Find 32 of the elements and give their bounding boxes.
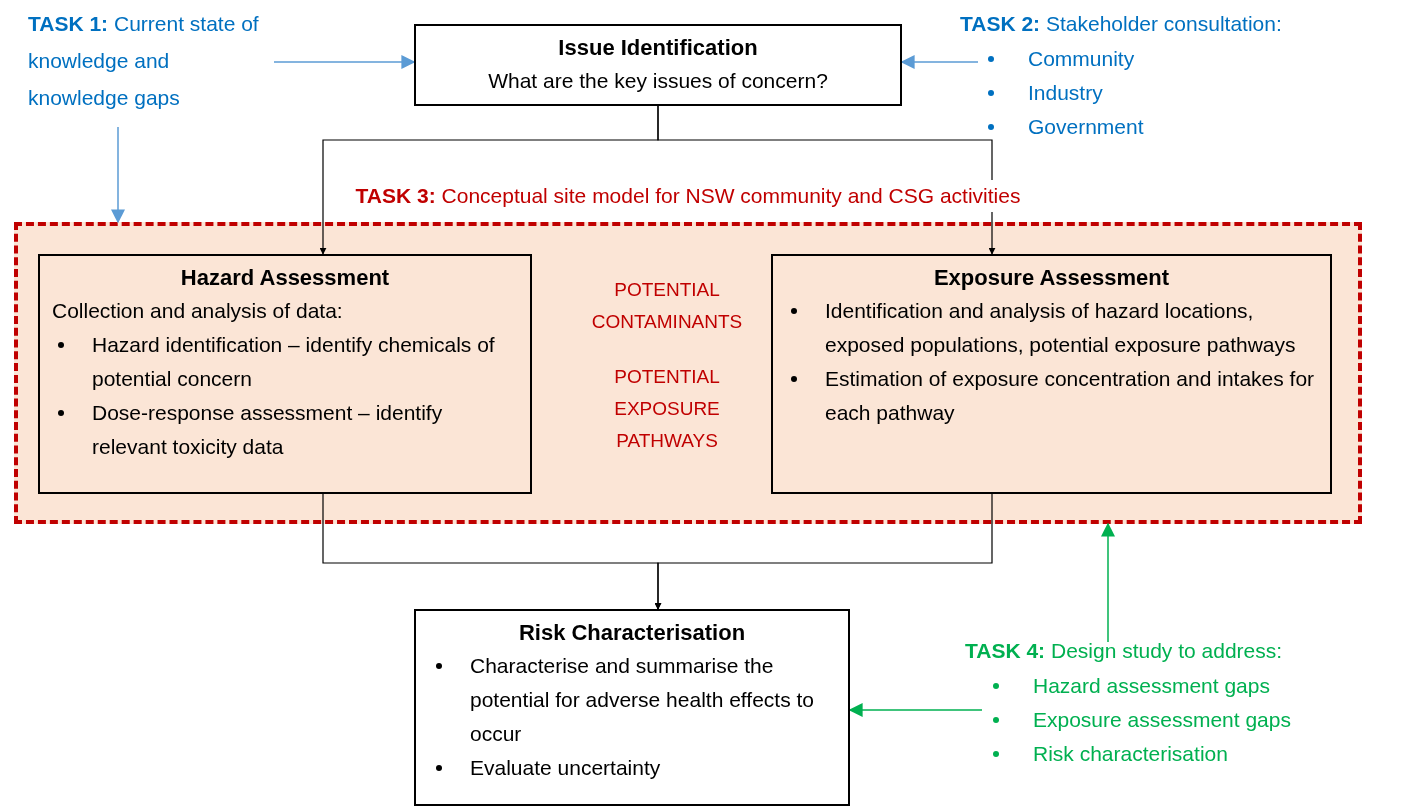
box-heading: Hazard Assessment xyxy=(179,264,391,292)
bullet-item: Evaluate uncertainty xyxy=(430,751,834,785)
assessment-box xyxy=(771,254,1332,494)
box-text: Collection and analysis of data: xyxy=(52,298,344,324)
bullet-item: Exposure assessment gaps xyxy=(987,703,1395,737)
box-heading: Exposure Assessment xyxy=(932,264,1171,292)
task-heading: TASK 2: Stakeholder consultation: xyxy=(960,11,1283,37)
arrow xyxy=(111,126,125,224)
bullet-item: Dose-response assessment – identify relevant toxicity data xyxy=(52,396,518,464)
bullet-item: Characterise and summarise the potential for adverse health effects to occur xyxy=(430,649,834,751)
bullet-item: Industry xyxy=(982,76,1400,110)
process-box xyxy=(414,24,902,106)
group-label: POTENTIAL EXPOSURE PATHWAYS xyxy=(613,365,721,453)
bullet-item: Government xyxy=(982,110,1400,144)
bullet-item: Estimation of exposure concentration and intakes for each pathway xyxy=(785,362,1318,430)
group-label: POTENTIAL CONTAMINANTS xyxy=(590,278,744,334)
bullet-item: Identification and analysis of hazard locations, exposed populations, potential exposure pathways xyxy=(785,294,1318,362)
bullet-item: Risk characterisation xyxy=(987,737,1395,771)
bullet-item: Hazard identification – identify chemicals of potential concern xyxy=(52,328,518,396)
process-box xyxy=(414,609,850,806)
box-heading: Risk Characterisation xyxy=(517,619,747,647)
arrow xyxy=(657,105,996,255)
arrow xyxy=(654,493,993,610)
box-text: What are the key issues of concern? xyxy=(487,68,829,94)
task-heading: TASK 1: Current state of knowledge and knowledge gaps xyxy=(28,11,260,111)
arrow xyxy=(1101,522,1115,643)
task-heading: TASK 4: Design study to address: xyxy=(965,638,1284,664)
bullet-item: Hazard assessment gaps xyxy=(987,669,1395,703)
box-heading: Issue Identification xyxy=(557,34,759,62)
arrow xyxy=(273,55,416,69)
assessment-box xyxy=(38,254,532,494)
bullet-item: Community xyxy=(982,42,1400,76)
